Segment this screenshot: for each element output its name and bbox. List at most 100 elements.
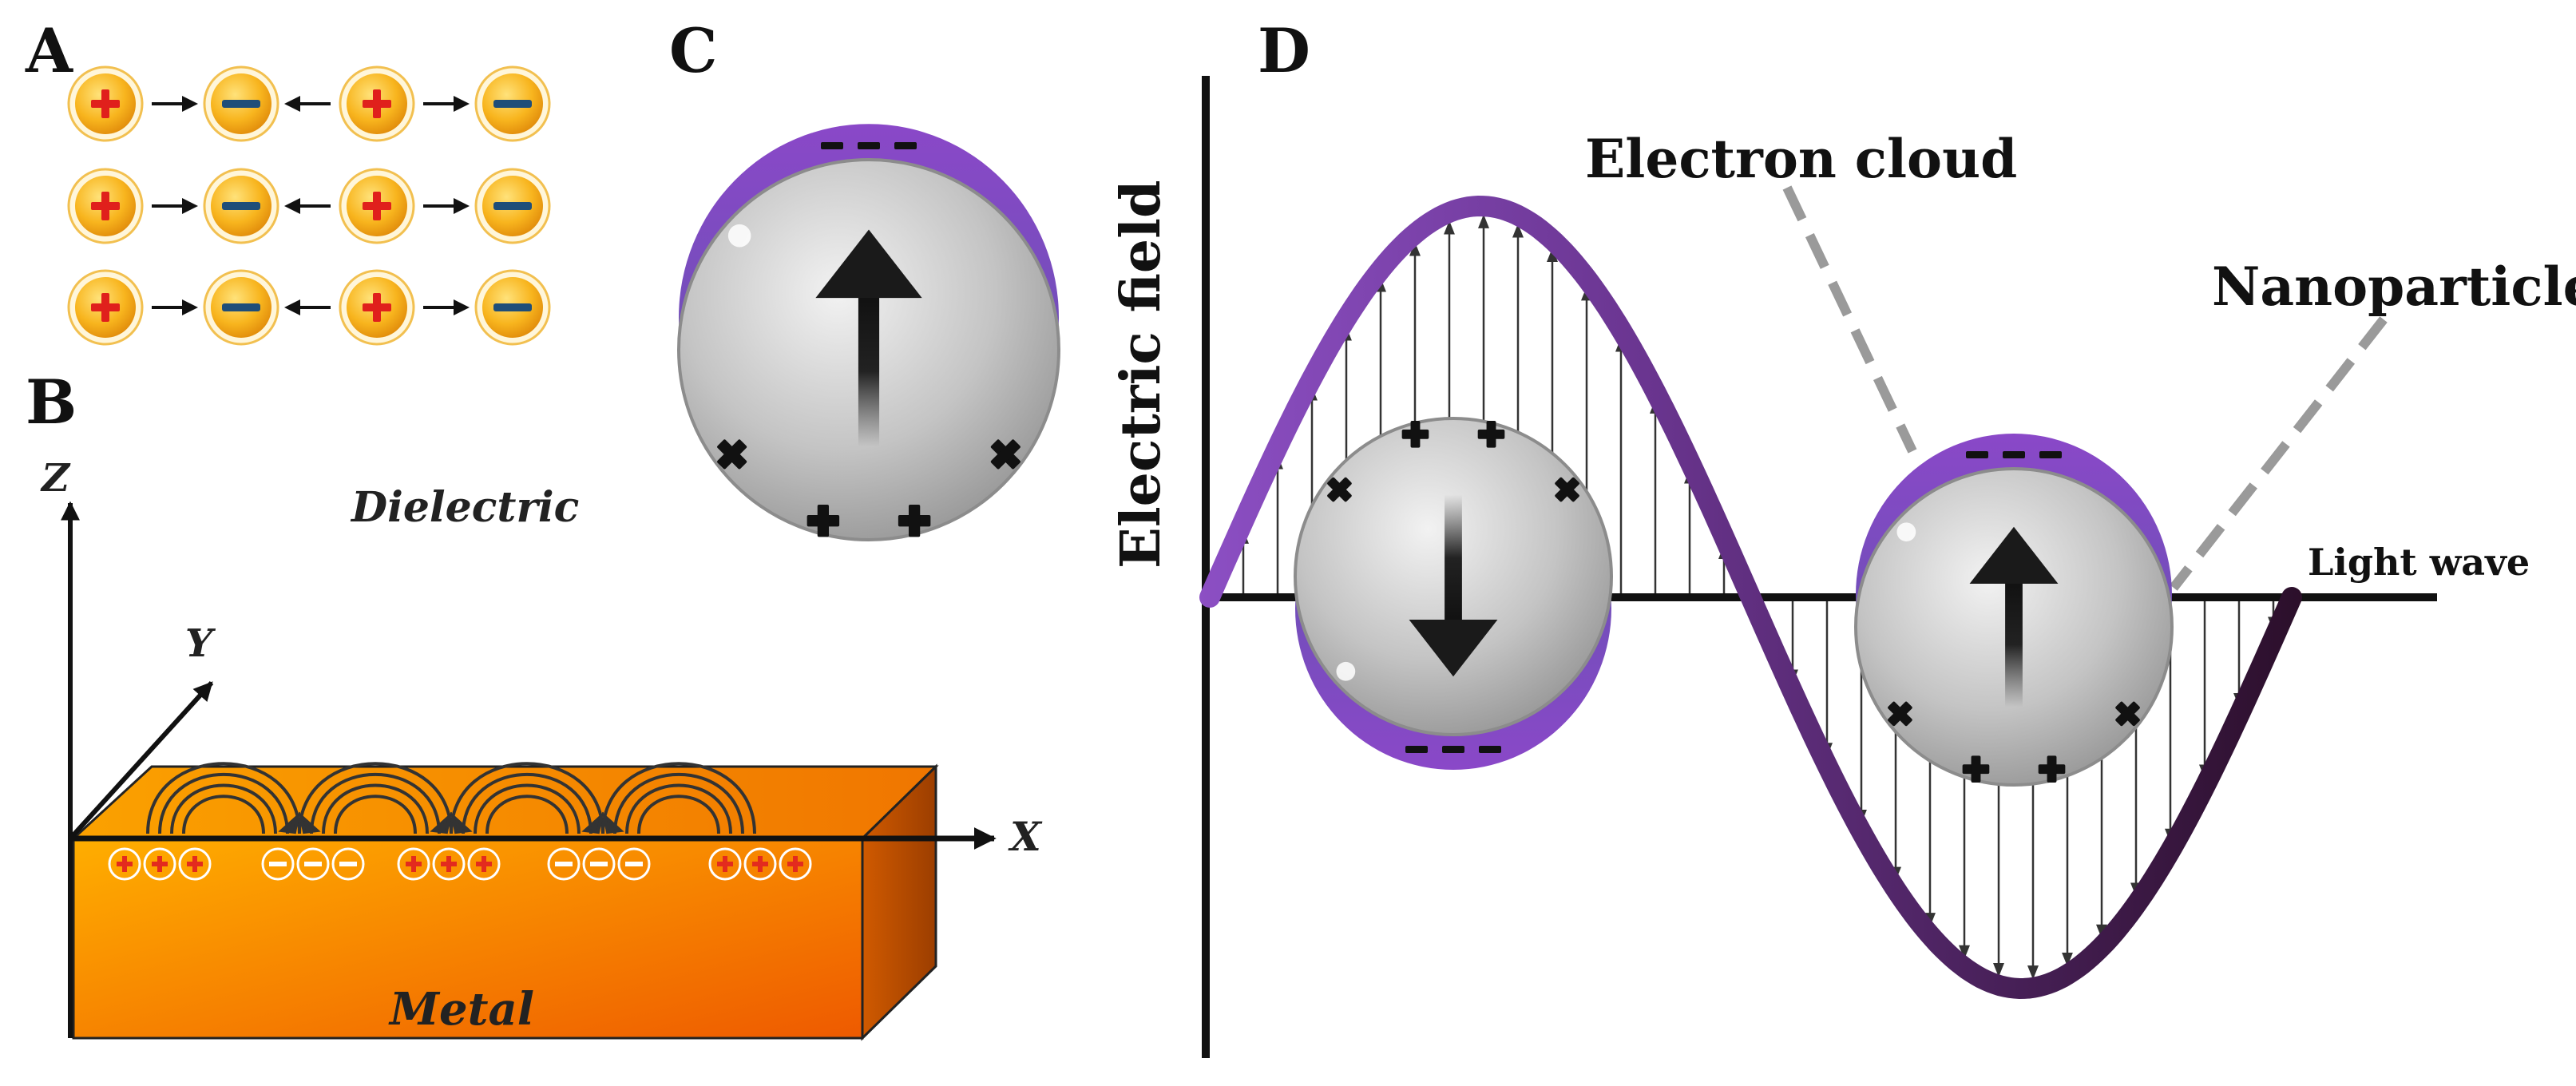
panel-b-letter: B — [26, 367, 77, 438]
negative-charge-icon — [203, 168, 279, 244]
positive-charge-icon — [1555, 477, 1579, 502]
nanoparticle-d-peak — [1854, 434, 2174, 787]
field-line-arc — [485, 795, 569, 834]
positive-charge-icon — [779, 847, 812, 881]
panel-d: D Electric field Electron cloud Nanopart… — [1109, 15, 2576, 1058]
arrow-up-icon — [815, 229, 922, 447]
field-line-arc — [158, 773, 289, 834]
z-axis-label: Z — [40, 456, 71, 501]
dielectric-label: Dielectric — [350, 483, 579, 532]
positive-charge-icon — [67, 168, 144, 244]
negative-charge-icon — [582, 847, 616, 881]
negative-charge-icon — [474, 168, 551, 244]
positive-charge-icon — [1962, 755, 1990, 783]
panel-d-letter: D — [1258, 15, 1310, 86]
field-line-arc — [182, 795, 265, 834]
positive-charge-icon — [339, 65, 415, 142]
positive-charge-icon — [717, 439, 747, 470]
nanoparticle-c — [677, 124, 1060, 541]
negative-charge-icon — [261, 847, 295, 881]
positive-charge-icon — [990, 439, 1020, 470]
field-line-arc — [298, 762, 453, 834]
positive-charge-icon — [143, 847, 176, 881]
arrow-icon — [298, 811, 321, 834]
negative-charge-icon — [474, 65, 551, 142]
arrow-down-icon — [1409, 494, 1498, 677]
arrow-icon — [601, 811, 624, 834]
negative-charge-icon — [474, 269, 551, 346]
negative-charge-icon — [1966, 451, 1988, 458]
panel-c: C — [669, 15, 1060, 541]
field-line-arc — [146, 762, 301, 834]
positive-charge-icon — [339, 168, 415, 244]
arrow-icon — [450, 811, 473, 834]
positive-charge-icon — [67, 269, 144, 346]
metal-label: Metal — [388, 983, 534, 1036]
electron-cloud-leader — [1782, 185, 1917, 454]
negative-charge-icon — [547, 847, 581, 881]
field-line-arc — [322, 783, 429, 834]
negative-charge-icon — [2039, 451, 2062, 458]
negative-charge-icon — [203, 65, 279, 142]
negative-charge-icon — [894, 142, 917, 149]
arrow-icon — [278, 811, 301, 834]
positive-charge-icon — [806, 504, 840, 537]
positive-charge-icon — [397, 847, 430, 881]
negative-charge-icon — [1442, 746, 1464, 753]
field-line-arc — [474, 783, 581, 834]
panel-a-letter: A — [25, 15, 73, 86]
sphere-highlight — [727, 224, 751, 248]
positive-charge-icon — [2115, 701, 2140, 727]
field-line-arc — [613, 773, 744, 834]
metal-block-front — [72, 837, 864, 1040]
field-line-arc — [170, 783, 277, 834]
y-axis — [68, 680, 214, 841]
nanoparticle-d-trough — [1294, 417, 1613, 770]
negative-charge-icon — [821, 142, 843, 149]
negative-charge-icon — [296, 847, 330, 881]
field-lines — [146, 762, 756, 834]
positive-charge-icon — [743, 847, 777, 881]
negative-charge-icon — [331, 847, 365, 881]
surface-charges — [108, 847, 812, 881]
negative-charge-icon — [1405, 746, 1428, 753]
negative-charge-icon — [617, 847, 651, 881]
arrow-up-icon — [1969, 526, 2059, 707]
negative-charge-icon — [858, 142, 880, 149]
panel-a: A — [25, 15, 551, 346]
panel-c-letter: C — [669, 15, 718, 86]
positive-charge-icon — [67, 65, 144, 142]
field-line-arc — [625, 783, 732, 834]
positive-charge-icon — [1477, 420, 1505, 448]
x-axis-label: X — [1008, 813, 1043, 860]
positive-charge-icon — [467, 847, 501, 881]
negative-charge-icon — [1479, 746, 1501, 753]
positive-charge-icon — [898, 504, 931, 537]
field-line-arc — [310, 773, 441, 834]
sphere-highlight — [1336, 661, 1356, 681]
light-wave-curve — [1199, 195, 2302, 1000]
positive-charge-icon — [178, 847, 212, 881]
positive-charge-icon — [1888, 701, 1912, 727]
nanoparticle-label: Nanoparticle — [2212, 256, 2576, 318]
positive-charge-icon — [108, 847, 141, 881]
electron-cloud-label: Electron cloud — [1585, 128, 2017, 190]
field-line-arc — [637, 795, 720, 834]
positive-charge-icon — [2038, 755, 2066, 783]
field-line-arc — [601, 762, 756, 834]
negative-charge-icon — [203, 269, 279, 346]
nanoparticle-leader — [2170, 316, 2388, 591]
y-axis-label: Y — [185, 621, 216, 666]
positive-charge-icon — [1401, 420, 1429, 448]
light-wave-label: Light wave — [2308, 541, 2530, 584]
charge-grid — [67, 65, 551, 346]
arrow-icon — [581, 811, 604, 834]
arrow-icon — [430, 811, 453, 834]
positive-charge-icon — [1327, 477, 1352, 502]
electric-field-label: Electric field — [1109, 180, 1173, 569]
field-line-arc — [450, 762, 604, 834]
field-line-arc — [334, 795, 417, 834]
sphere-highlight — [1896, 522, 1916, 542]
positive-charge-icon — [339, 269, 415, 346]
